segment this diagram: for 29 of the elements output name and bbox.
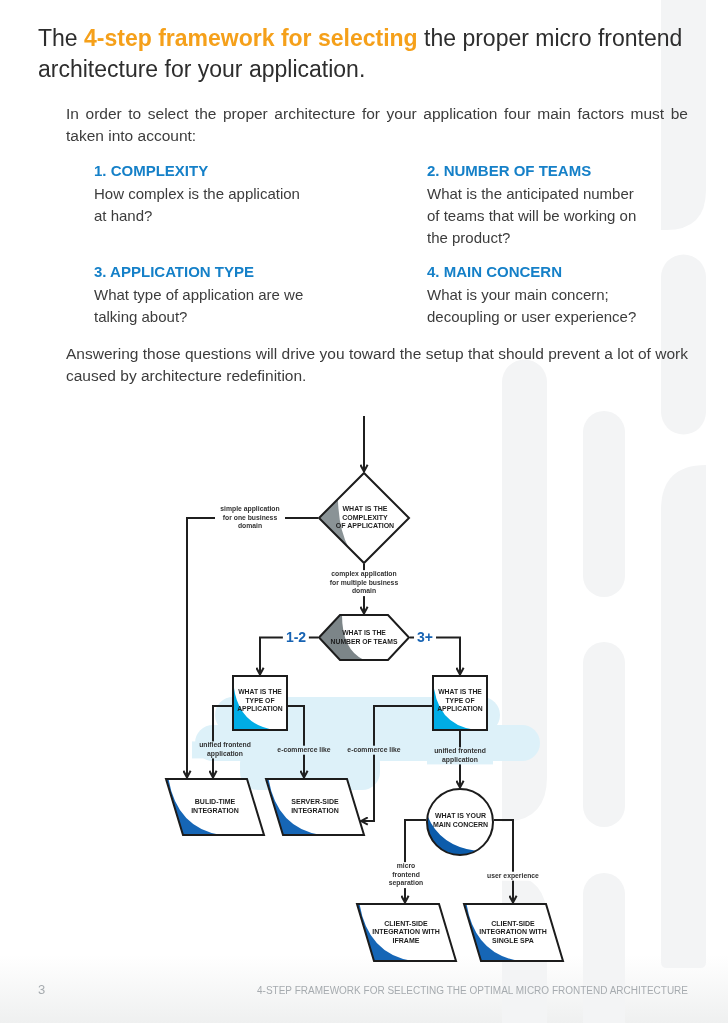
intro-paragraph: In order to select the proper architecture for your application four main factors must be taken into account: (66, 104, 688, 146)
decision-circle (426, 788, 494, 856)
factor-question: What is your main concern; decoupling or user experience? (427, 285, 638, 327)
edge-label: 1-2 (282, 629, 310, 645)
page-title: The 4-step framework for selecting the proper micro frontend architecture for your application. (38, 24, 684, 84)
decision-hexagon (318, 614, 410, 661)
footer-title: 4-STEP FRAMEWORK FOR SELECTING THE OPTIMAL MICRO FRONTEND ARCHITECTURE (257, 984, 688, 997)
connector-arrow (287, 705, 309, 779)
decision-box (232, 675, 288, 731)
factor-question: What is the anticipated number of teams that will be working on the product? (427, 184, 638, 248)
factor-question: What type of application are we talking about? (94, 285, 305, 327)
edge-label: 3+ (414, 629, 436, 645)
factor-heading: 1. COMPLEXITY (94, 161, 209, 181)
result-parallelogram (165, 778, 265, 836)
page-number: 3 (38, 982, 46, 997)
closing-paragraph: Answering those questions will drive you toward the setup that should prevent a lot of work caused by architecture redefinition. (66, 344, 688, 386)
decision-box (432, 675, 488, 731)
result-parallelogram (356, 903, 457, 962)
result-parallelogram (265, 778, 365, 836)
connector-arrow (359, 415, 369, 473)
connector-arrow (492, 819, 518, 904)
decision-diamond (318, 472, 410, 564)
factor-question: How complex is the application at hand? (94, 184, 301, 226)
factor-heading: 4. MAIN CONCERN (427, 262, 562, 282)
connector-arrow (359, 705, 433, 826)
factor-heading: 2. NUMBER OF TEAMS (427, 161, 592, 181)
result-parallelogram (463, 903, 564, 962)
factor-heading: 3. APPLICATION TYPE (94, 262, 255, 282)
connector-arrow (409, 636, 465, 676)
